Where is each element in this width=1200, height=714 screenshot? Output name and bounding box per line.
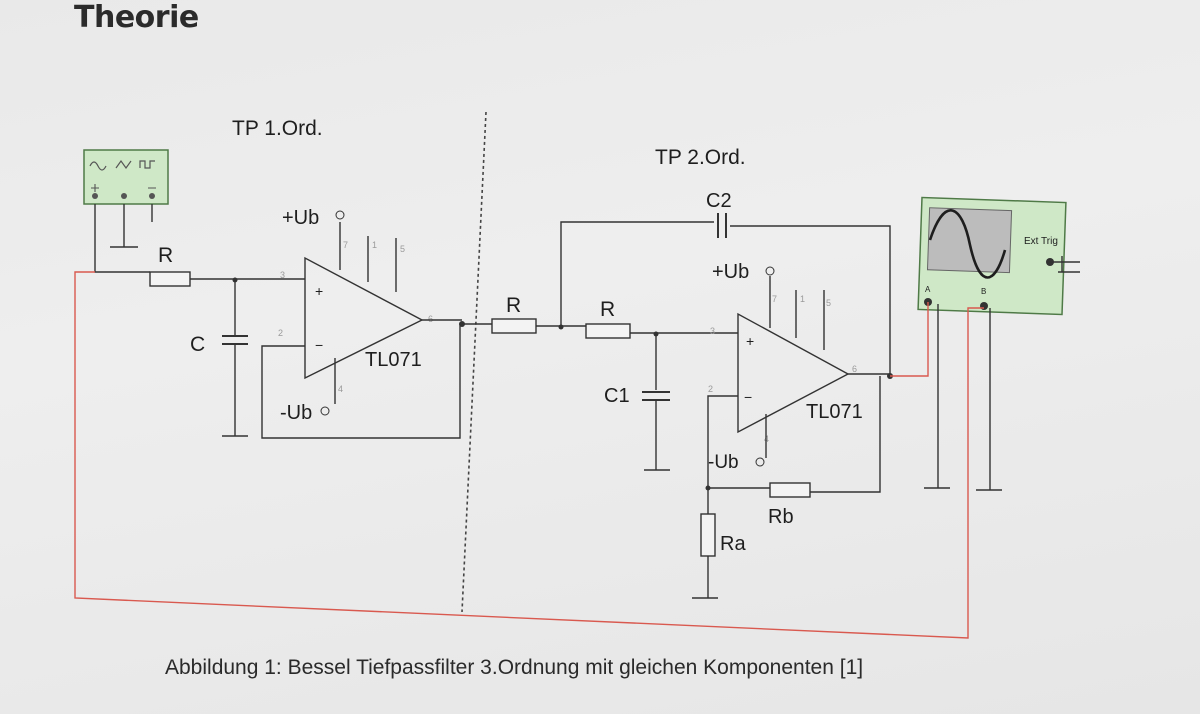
stage2-opamp-plus: + — [746, 333, 754, 349]
stage2-opamp[interactable] — [737, 312, 850, 434]
stage1-pin-2: 2 — [278, 328, 283, 338]
scope-channel-a-label: A — [925, 285, 931, 294]
stage2-vneg-terminal — [755, 457, 765, 467]
stage1-capacitor[interactable] — [222, 335, 248, 345]
page-heading: Theorie — [74, 0, 199, 35]
stage1-vpos-terminal — [335, 210, 345, 220]
function-generator[interactable] — [83, 149, 169, 205]
stage2-feedback-resistor-b[interactable] — [769, 482, 811, 498]
stage1-capacitor-label: C — [190, 333, 205, 356]
stage2-resistor-2[interactable] — [585, 323, 631, 339]
stage2-pin-6: 6 — [852, 364, 857, 374]
stage1-pin-4: 4 — [338, 384, 343, 394]
stage1-vpos-label: +Ub — [282, 207, 319, 229]
stage2-feedback-resistor-a-label: Ra — [720, 533, 746, 555]
stage2-resistor-2-label: R — [600, 298, 615, 321]
stage2-vpos-label: +Ub — [712, 261, 749, 283]
figure-caption: Abbildung 1: Bessel Tiefpassfilter 3.Ord… — [165, 656, 864, 679]
stage2-pin-5: 5 — [826, 298, 831, 308]
scope-channel-b-terminal[interactable] — [980, 302, 988, 310]
stage2-pin-3: 3 — [710, 326, 715, 336]
sine-wave-icon — [89, 161, 107, 171]
stage1-opamp-label: TL071 — [365, 349, 422, 371]
stage2-capacitor-1[interactable] — [642, 391, 670, 401]
stage1-pin-1: 1 — [372, 240, 377, 250]
stage2-capacitor-2[interactable] — [717, 213, 727, 238]
stage2-pin-2: 2 — [708, 384, 713, 394]
stage1-resistor-label: R — [158, 244, 173, 267]
stage2-title: TP 2.Ord. — [655, 146, 746, 169]
oscilloscope[interactable] — [917, 196, 1067, 316]
stage1-opamp[interactable] — [304, 256, 424, 380]
stage1-opamp-minus: − — [315, 337, 323, 353]
stage1-title: TP 1.Ord. — [232, 117, 323, 140]
scope-trigger-label: Ext Trig — [1024, 236, 1058, 247]
scope-waveform-icon — [928, 209, 1007, 279]
stage1-vneg-label: -Ub — [280, 402, 312, 424]
stage-separator — [461, 111, 487, 613]
stage2-resistor-1[interactable] — [491, 318, 537, 334]
scope-channel-b-label: B — [981, 287, 986, 296]
generator-terminals-icon — [91, 184, 156, 199]
stage2-capacitor-2-label: C2 — [706, 190, 732, 212]
stage2-opamp-minus: − — [744, 389, 752, 405]
square-wave-icon — [139, 160, 155, 169]
stage1-opamp-plus: + — [315, 283, 323, 299]
stage2-capacitor-1-label: C1 — [604, 385, 630, 407]
stage2-opamp-label: TL071 — [806, 401, 863, 423]
stage2-pin-7: 7 — [772, 294, 777, 304]
circuit-diagram: TP 1.Ord. R C + − TL071 3 2 7 1 5 6 4 +U… — [74, 111, 1080, 639]
stage2-pin-1: 1 — [800, 294, 805, 304]
stage2-vneg-label: -Ub — [708, 452, 739, 473]
stage1-resistor[interactable] — [149, 271, 191, 287]
stage2-vpos-terminal — [765, 266, 775, 276]
triangle-wave-icon — [115, 159, 132, 170]
stage1-pin-7: 7 — [343, 240, 348, 250]
stage1-pin-6: 6 — [428, 314, 433, 324]
stage1-vneg-terminal — [320, 406, 330, 416]
stage1-pin-3: 3 — [280, 270, 285, 280]
stage2-feedback-resistor-b-label: Rb — [768, 506, 794, 528]
stage2-resistor-1-label: R — [506, 294, 521, 317]
stage1-pin-5: 5 — [400, 244, 405, 254]
stage2-feedback-resistor-a[interactable] — [700, 513, 716, 557]
